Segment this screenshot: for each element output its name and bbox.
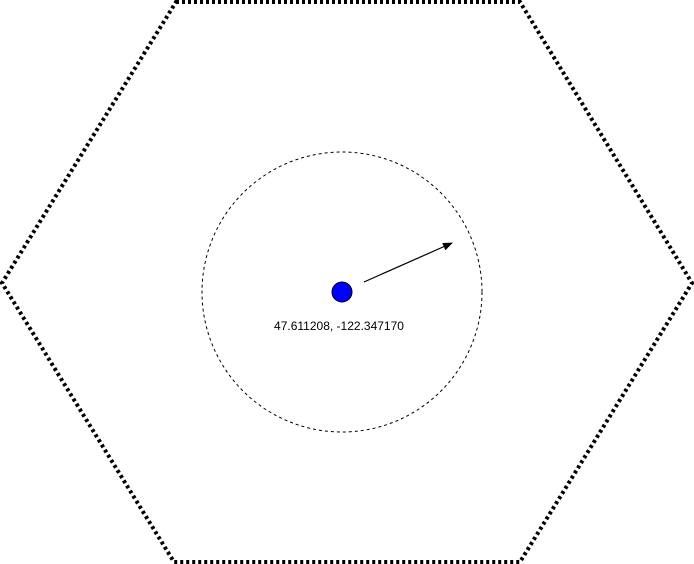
radius-circle [201, 151, 483, 433]
radius-arrow [363, 242, 453, 283]
location-point [331, 281, 353, 303]
location-coordinates-label: 47.611208, -122.347170 [274, 319, 404, 333]
